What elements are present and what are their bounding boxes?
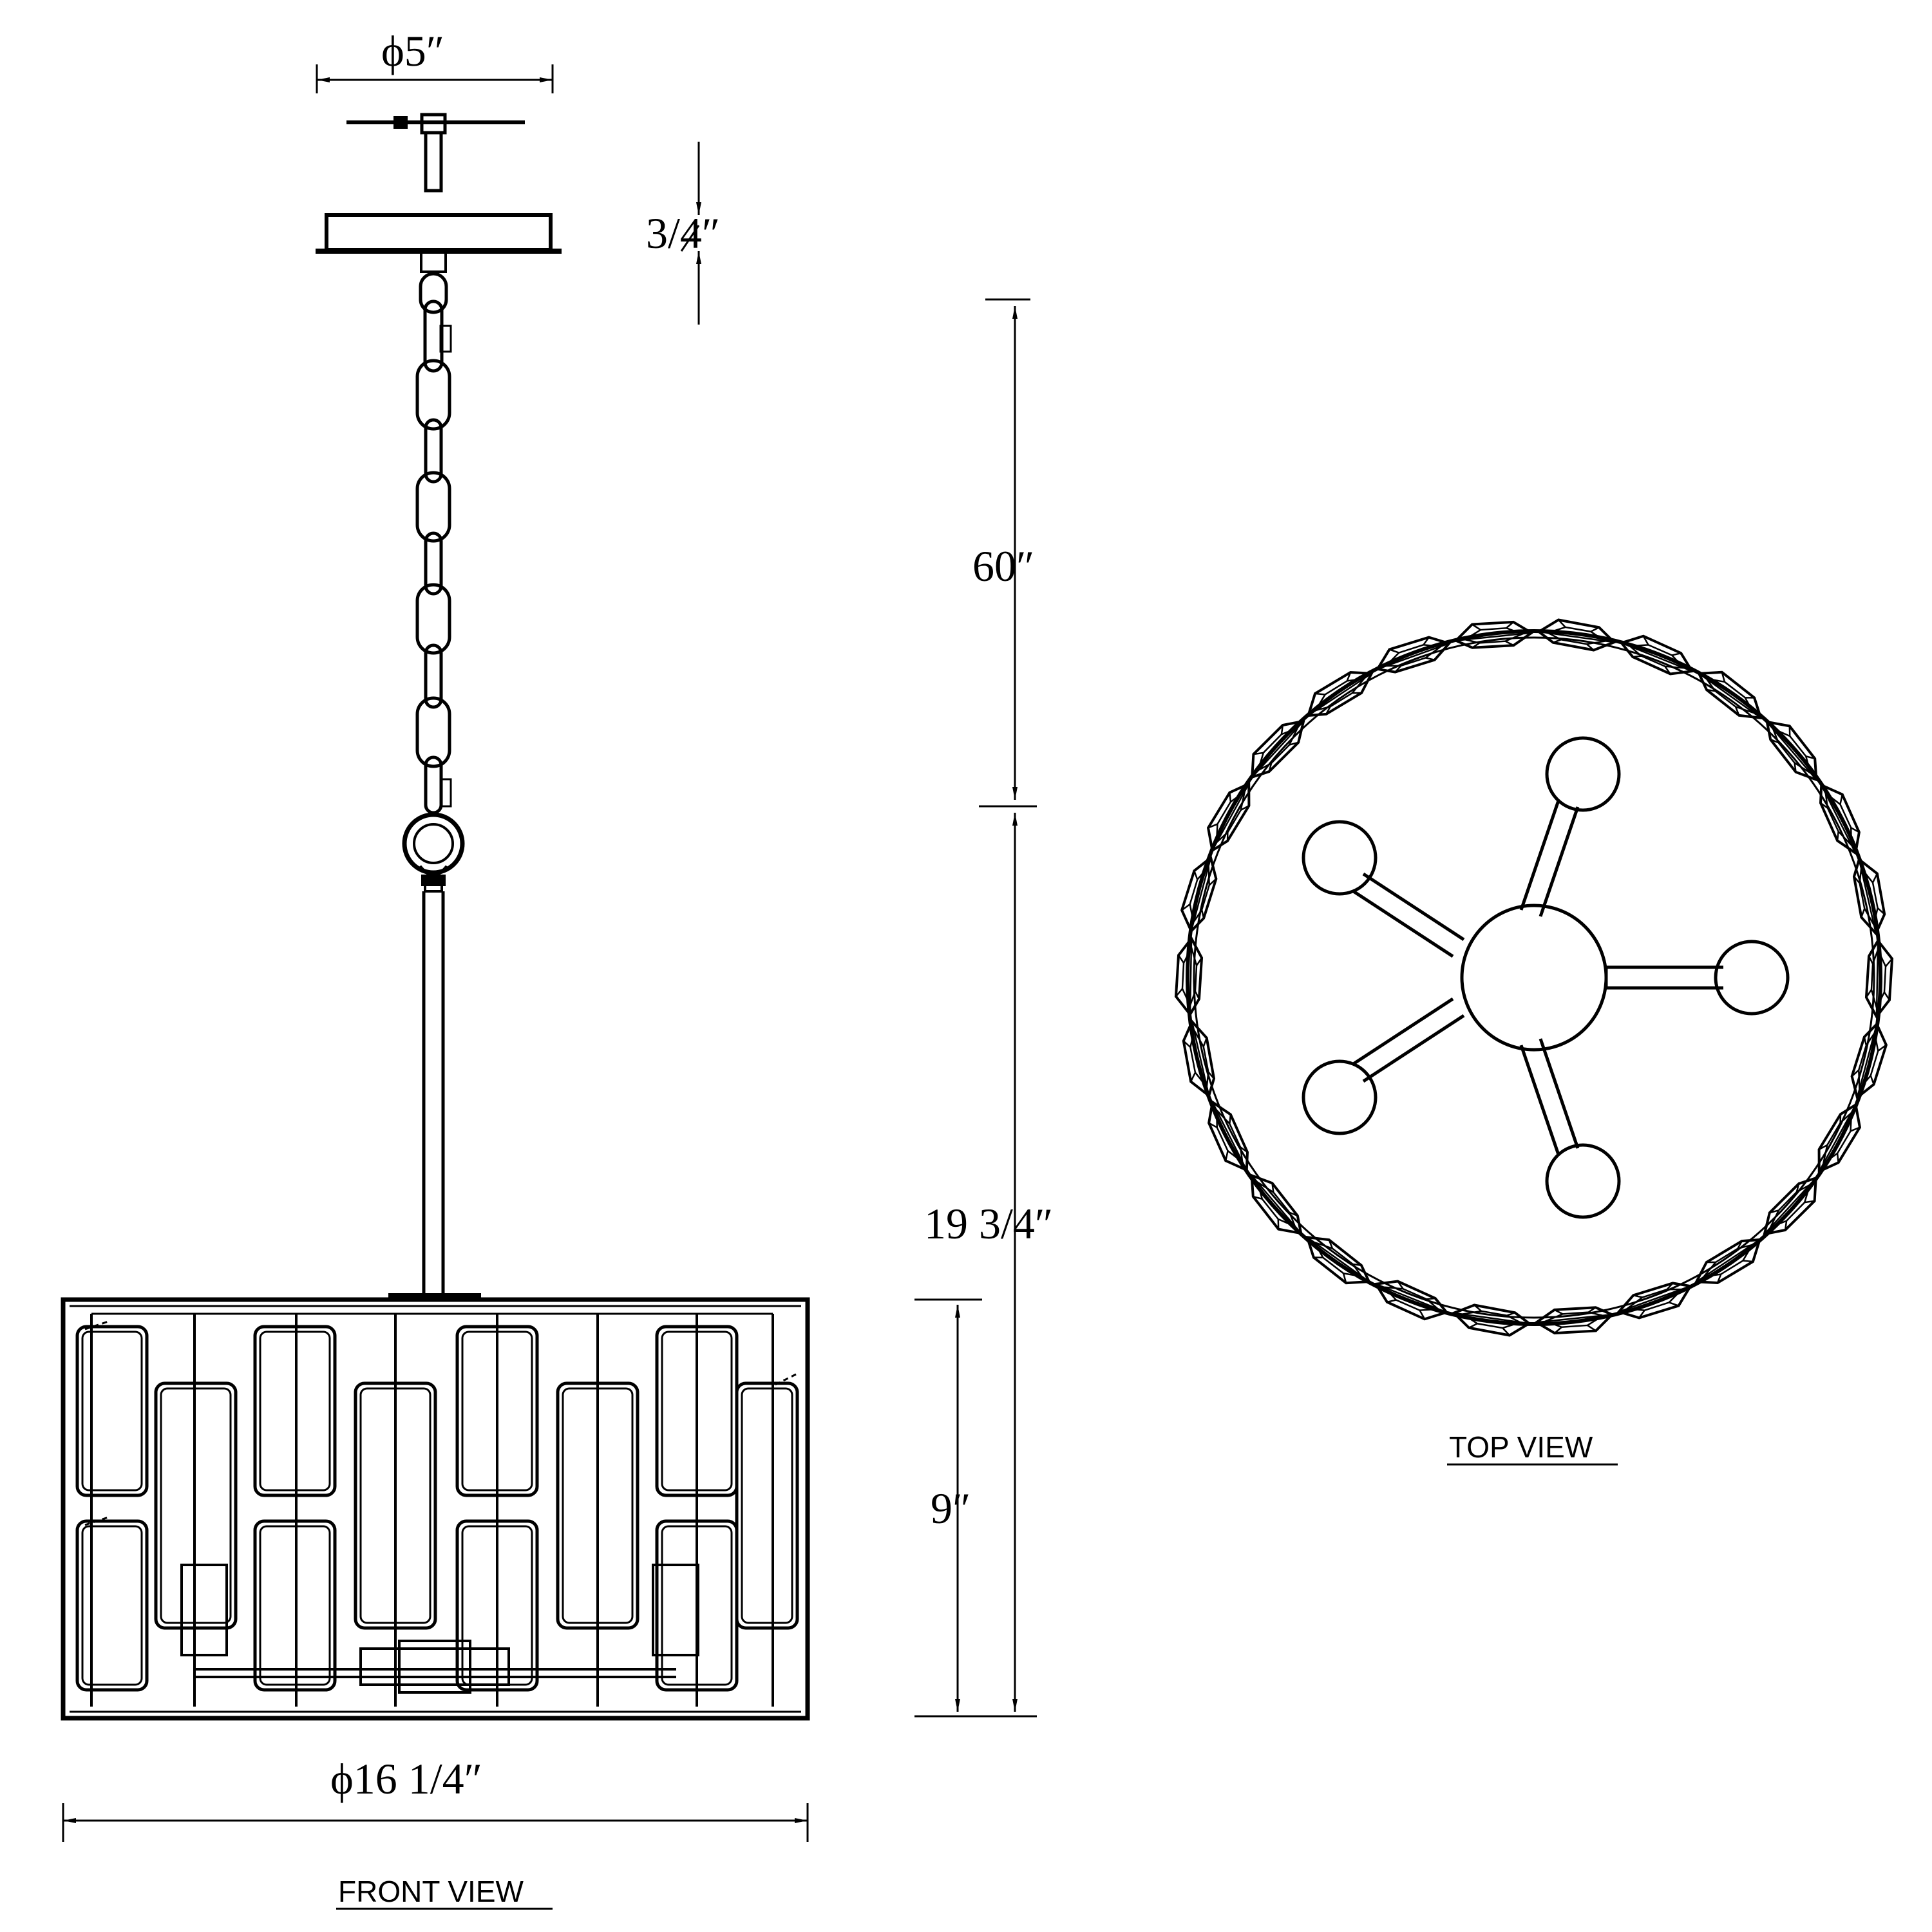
shade-diameter-label: ϕ16 1/4″ bbox=[330, 1754, 482, 1803]
crystal-icon bbox=[1619, 634, 1694, 676]
crystal-icon bbox=[1819, 783, 1861, 855]
crystal-icon bbox=[1180, 855, 1218, 934]
crystal-icon bbox=[1306, 670, 1374, 717]
canopy-height-label: 3/4″ bbox=[646, 209, 720, 258]
crystal-icon bbox=[1452, 1303, 1532, 1337]
crystal-icon bbox=[1305, 1235, 1371, 1285]
overall-height-label: 19 3/4″ bbox=[924, 1199, 1053, 1248]
crystal-icon bbox=[1208, 1100, 1249, 1172]
crystal-icon bbox=[1616, 1282, 1693, 1320]
chain-length-label: 60″ bbox=[972, 542, 1034, 591]
center-hub bbox=[1460, 904, 1608, 1052]
crystal-icon bbox=[1763, 1176, 1817, 1236]
crystal-icon bbox=[1850, 1021, 1888, 1100]
top-view bbox=[1174, 618, 1894, 1337]
crystal-icon bbox=[1697, 670, 1763, 720]
shade-ring-inner bbox=[1193, 636, 1875, 1319]
down-rod bbox=[388, 891, 481, 1301]
crystal-icon bbox=[1694, 1238, 1762, 1285]
crystal-icon bbox=[1765, 720, 1818, 782]
crystal-icon bbox=[1375, 636, 1452, 674]
chain bbox=[415, 272, 452, 815]
shade-drum bbox=[61, 1297, 810, 1721]
shade-height-label: 9″ bbox=[931, 1484, 971, 1533]
front-view bbox=[61, 113, 810, 1721]
crystal-icon bbox=[1817, 1103, 1862, 1174]
crystal-icon bbox=[1374, 1280, 1449, 1321]
crystal-icon bbox=[1250, 1173, 1303, 1235]
crystal-ring bbox=[1174, 618, 1894, 1337]
crystal-icon bbox=[1864, 938, 1894, 1019]
crystal-icon bbox=[1534, 1306, 1615, 1335]
canopy bbox=[316, 213, 562, 273]
crystal-icon bbox=[1536, 618, 1616, 652]
crystal-icon bbox=[1852, 857, 1886, 936]
canopy-diameter-label: ϕ5″ bbox=[381, 26, 444, 75]
mounting-bracket bbox=[346, 113, 525, 193]
arms bbox=[1302, 736, 1790, 1219]
crystal-icon bbox=[1206, 781, 1251, 853]
shade-ring-outer bbox=[1186, 629, 1882, 1326]
crystal-icon bbox=[1454, 620, 1534, 649]
crystal-icon bbox=[1182, 1019, 1216, 1098]
front-view-title: FRONT VIEW bbox=[338, 1875, 524, 1908]
hanging-loop bbox=[402, 812, 465, 893]
crystal-icon bbox=[1251, 719, 1305, 779]
top-view-title: TOP VIEW bbox=[1449, 1430, 1593, 1464]
dimension-lines bbox=[62, 64, 1037, 1842]
crystal-icon bbox=[1174, 936, 1204, 1017]
